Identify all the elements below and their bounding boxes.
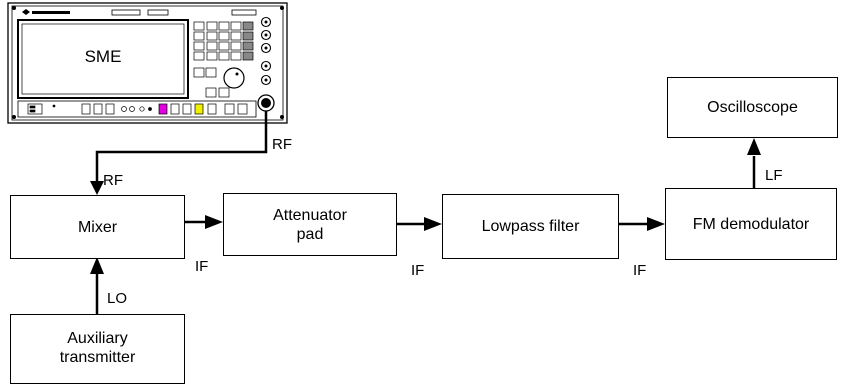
if-arrow-2 [424,217,442,231]
connector-column [260,16,272,86]
fm-demodulator-block: FM demodulator [665,188,837,260]
instrument-name: SME [84,47,122,66]
lo-arrow [90,257,104,274]
keypad [193,21,254,61]
fm-demodulator-label: FM demodulator [692,215,810,233]
lowpass-label: Lowpass filter [481,218,580,235]
lo-label: LO [107,290,128,307]
sme-instrument [7,2,288,124]
if-arrow-3 [647,217,665,231]
lf-arrow [747,138,761,155]
lowpass-block: Lowpass filter [442,194,619,259]
if-label-2: IF [411,262,425,279]
if-label-1: IF [195,258,209,275]
mixer-block: Mixer [10,195,185,259]
brand-logo [22,9,70,15]
oscilloscope-block: Oscilloscope [667,77,838,138]
rf-output-label: RF [272,136,292,153]
auxiliary-transmitter-block: Auxiliary transmitter [10,314,185,384]
attenuator-block: Attenuator pad [223,193,397,256]
lf-label: LF [765,167,783,184]
rf-input-label: RF [103,172,123,189]
bottom-keys [27,103,248,115]
oscilloscope-label: Oscilloscope [707,99,798,116]
if-label-3: IF [633,262,647,279]
rotary-knob [223,67,245,89]
rf-cable [95,111,268,181]
if-arrow-1 [205,215,223,229]
rf-arrow [90,181,104,195]
auxiliary-transmitter-label: Auxiliary transmitter [59,330,136,366]
instrument-display [17,19,189,99]
mixer-label: Mixer [77,218,118,236]
attenuator-label: Attenuator pad [273,206,347,243]
